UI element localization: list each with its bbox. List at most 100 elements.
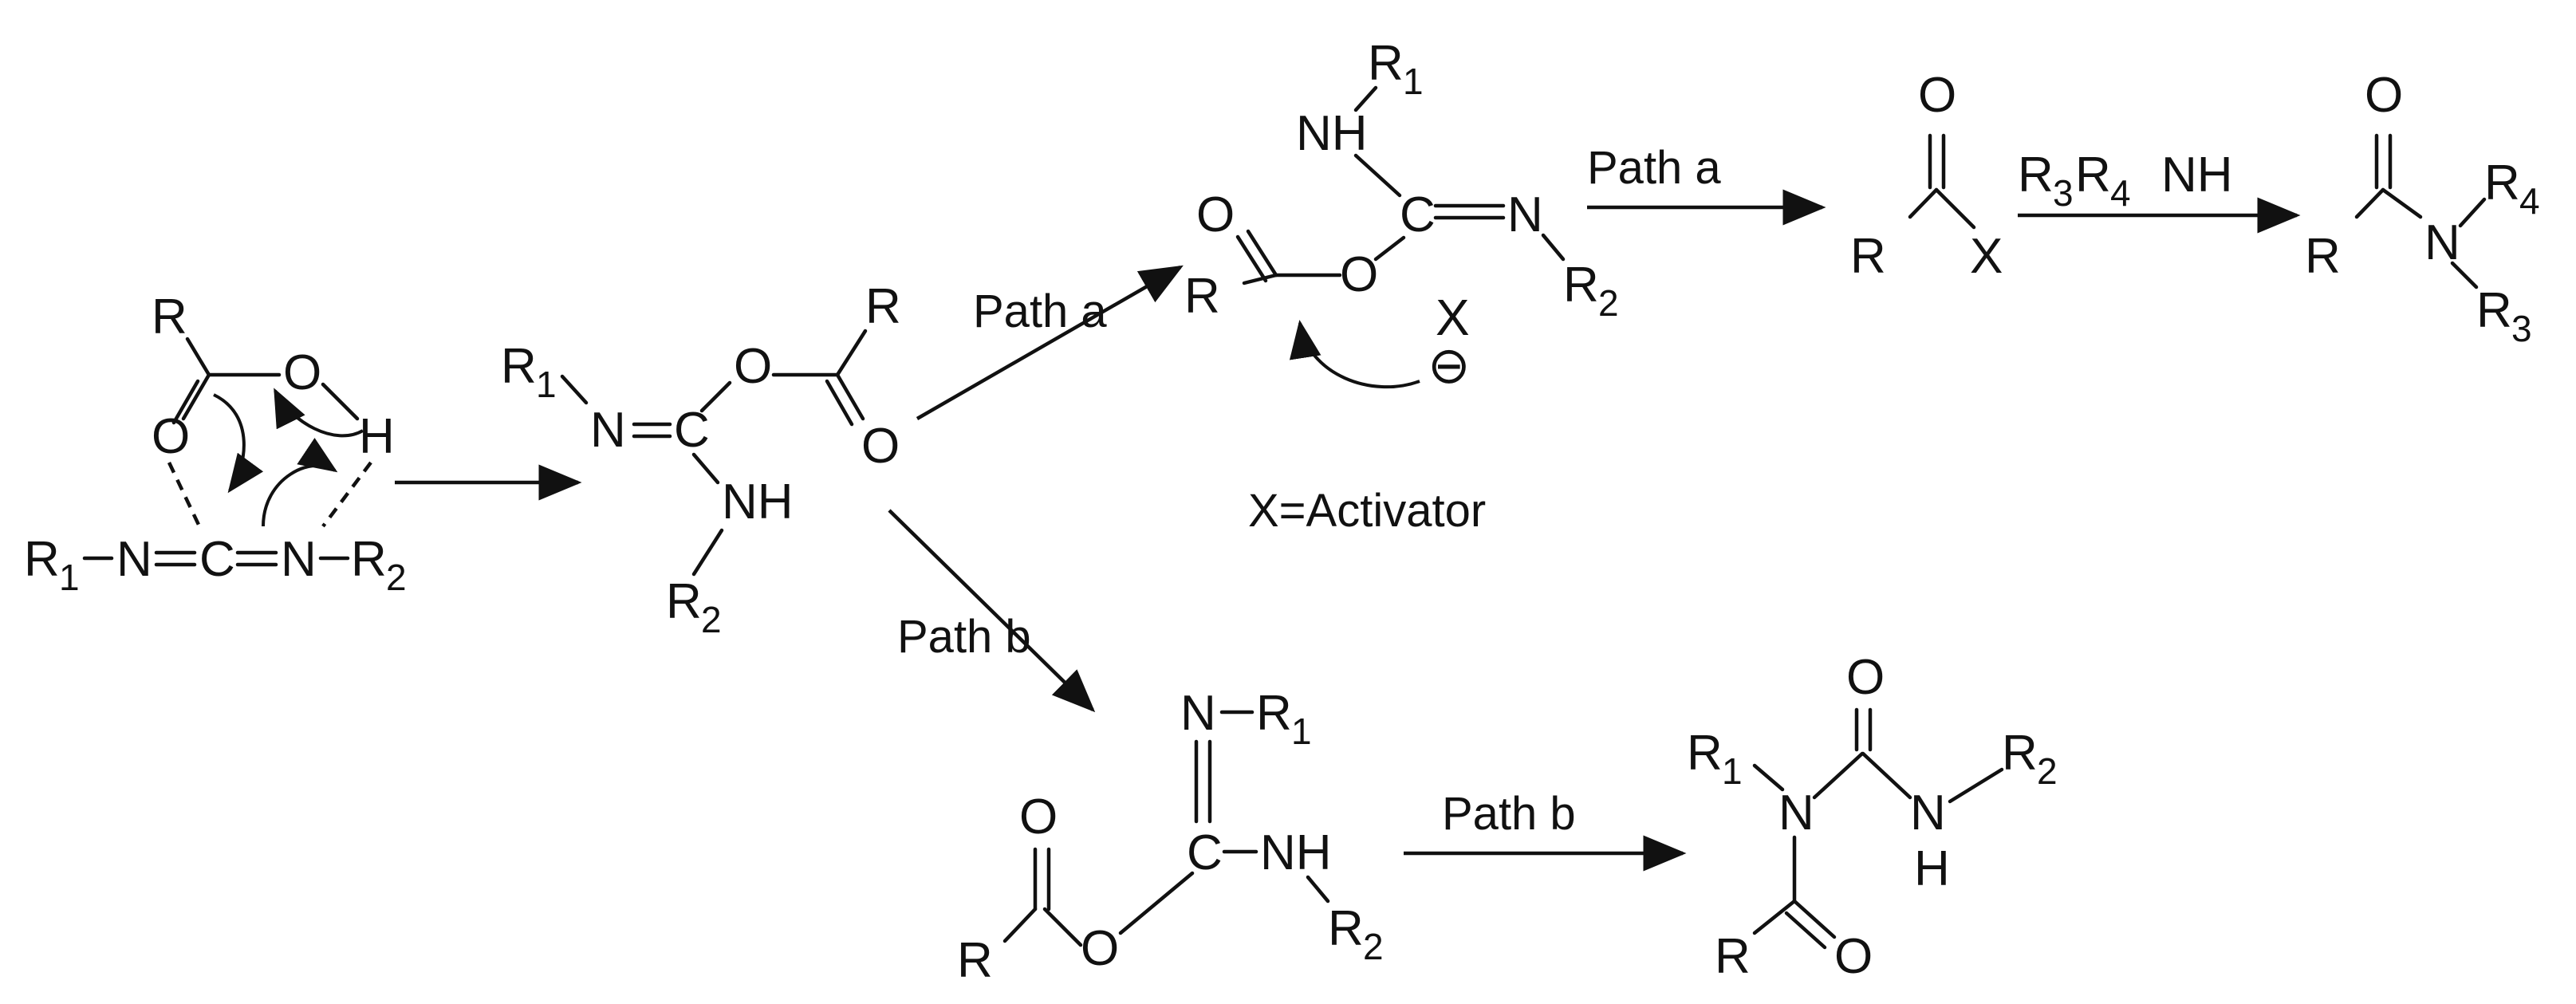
bond [2354, 187, 2385, 219]
bond [1353, 153, 1402, 198]
atom-r3: R [2476, 283, 2512, 338]
atom-c: C [1187, 825, 1223, 880]
sub-2: 2 [386, 557, 407, 598]
bond [185, 337, 211, 377]
bond [1306, 875, 1330, 904]
atom-r: R [865, 279, 901, 334]
atom-r: R [1715, 929, 1751, 984]
bond [1353, 85, 1378, 112]
atom-o: O [1846, 650, 1885, 705]
bond [691, 528, 724, 577]
atom-o: O [2365, 68, 2403, 123]
activator-note: X=Activator [1248, 485, 1486, 537]
atom-r4: R [2484, 156, 2520, 211]
atom-o-carbonyl: O [1834, 929, 1873, 984]
sub-2: 2 [1363, 926, 1384, 967]
bond [321, 382, 360, 421]
bond [835, 329, 868, 377]
charge-minus-icon: ⊖ [1428, 337, 1471, 394]
path-b-arrow [888, 509, 1096, 713]
atom-h: H [1914, 841, 1950, 896]
atom-r1: R [501, 339, 537, 394]
sub-2: 2 [701, 599, 722, 640]
atom-r2: R [666, 574, 702, 629]
bond [2381, 187, 2423, 219]
atom-r2: R [351, 532, 387, 587]
curved-arrow [274, 388, 364, 438]
atom-n: N [1507, 187, 1543, 242]
bond [1235, 234, 1268, 283]
atom-r1: R [24, 532, 60, 587]
sub-1: 1 [59, 557, 80, 598]
atom-n: N [116, 532, 152, 587]
atom-r1: R [1687, 726, 1723, 781]
atom-o: O [1081, 921, 1119, 976]
bond [1002, 907, 1038, 943]
path-b-label: Path b [897, 611, 1031, 663]
bond [699, 380, 732, 413]
atom-n: N [590, 403, 626, 458]
bond [825, 379, 854, 427]
atom-n: N [2424, 215, 2460, 270]
atom-r: R [957, 933, 993, 988]
atom-x: X [1436, 289, 1470, 346]
n-acylurea-product: R 1 N O N H R 2 O R [1687, 650, 2058, 984]
sub-1: 1 [1291, 711, 1312, 752]
bond [1246, 229, 1278, 278]
reagent-r3: R [2018, 148, 2054, 203]
atom-nh: NH [722, 474, 794, 530]
bond [1541, 233, 1566, 262]
bond [1812, 751, 1865, 800]
path-a-arrow [916, 265, 1184, 420]
atom-r2: R [1563, 258, 1599, 313]
bond [181, 372, 211, 421]
bond [1792, 899, 1837, 939]
sub-3: 3 [2053, 172, 2074, 214]
curved-arrow [1289, 320, 1420, 389]
rearranging-isourea: N R 1 C NH R 2 O O R [957, 686, 1384, 988]
sub-1: 1 [536, 364, 557, 405]
path-b-label: Path b [1442, 788, 1576, 840]
activated-intermediate: R 1 NH C N R 2 O O R X ⊖ [1184, 36, 1619, 394]
acid-carbodiimide-complex: R O O H R 1 N C N R 2 [24, 289, 407, 598]
amide-product: O R N R 4 R 3 [2305, 68, 2540, 349]
atom-o: O [734, 339, 772, 394]
reagent-r4: R [2075, 148, 2111, 203]
atom-n: N [1180, 686, 1216, 741]
bond [1242, 273, 1278, 285]
reagent-nh: NH [2161, 148, 2233, 203]
curved-arrow [262, 437, 338, 527]
atom-c: C [1400, 187, 1436, 242]
o-acylisourea: R 1 N C O R O NH R 2 [501, 279, 901, 640]
atom-r2: R [2002, 726, 2038, 781]
bond [1948, 767, 2004, 804]
atom-nh: NH [1260, 825, 1332, 880]
atom-r1: R [1368, 36, 1404, 91]
path-a-label: Path a [973, 285, 1107, 337]
sub-3: 3 [2511, 308, 2532, 349]
sub-4: 4 [2110, 172, 2131, 214]
atom-h: H [359, 409, 395, 464]
atom-c: C [674, 403, 710, 458]
path-a-label: Path a [1587, 142, 1721, 194]
bond [835, 372, 865, 421]
atom-o-carbonyl: O [1019, 789, 1058, 845]
atom-o: O [1340, 247, 1378, 302]
bond [1784, 911, 1827, 950]
bond [1752, 899, 1797, 935]
sub-2: 2 [1598, 282, 1619, 324]
bond [1042, 907, 1083, 947]
bond [1118, 871, 1195, 935]
atom-o-carbonyl: O [1196, 187, 1235, 242]
atom-r2: R [1328, 901, 1364, 956]
bond [560, 374, 589, 405]
atom-x: X [1970, 229, 2003, 284]
bond [2450, 261, 2479, 289]
atom-n: N [1910, 785, 1946, 841]
bond [691, 452, 720, 485]
atom-r: R [152, 289, 187, 345]
atom-o-carbonyl: O [152, 409, 190, 464]
bond [2458, 197, 2487, 228]
atom-n: N [281, 532, 317, 587]
